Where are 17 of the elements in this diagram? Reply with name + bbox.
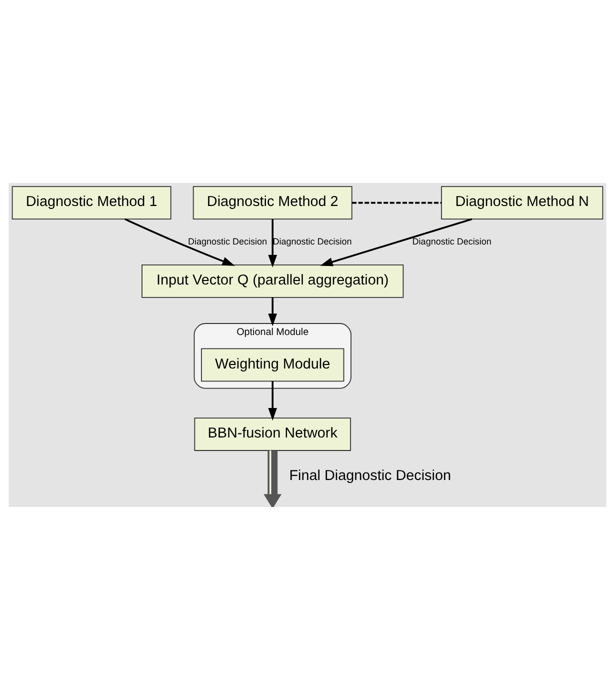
node-box: Input Vector Q (parallel aggregation) bbox=[142, 264, 404, 298]
node-box: BBN-fusion Network bbox=[194, 417, 351, 450]
arrow bbox=[320, 218, 472, 266]
edge-label: Diagnostic Decision bbox=[272, 236, 352, 246]
edge-label: Diagnostic Decision bbox=[412, 236, 492, 246]
arrow bbox=[268, 380, 278, 420]
arrow bbox=[264, 450, 282, 506]
arrow bbox=[268, 297, 278, 326]
arrow bbox=[268, 218, 278, 268]
node-box: Diagnostic Method N bbox=[441, 186, 604, 219]
connector bbox=[352, 201, 442, 204]
node-box: Weighting Module bbox=[201, 348, 344, 382]
edge-label: Diagnostic Decision bbox=[188, 236, 268, 246]
node-box: Diagnostic Method 1 bbox=[12, 186, 172, 219]
node-box: Diagnostic Method 2 bbox=[192, 186, 352, 219]
arrow bbox=[124, 218, 235, 266]
edge-label: Final Diagnostic Decision bbox=[289, 468, 452, 484]
